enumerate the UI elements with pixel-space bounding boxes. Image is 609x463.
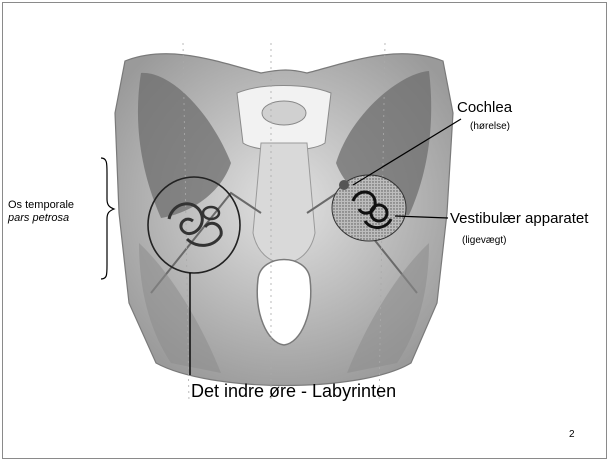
- right-labyrinth: [332, 175, 406, 241]
- skull-base-illustration: [111, 43, 456, 403]
- cochlea-note: (hørelse): [470, 121, 510, 132]
- page-number: 2: [569, 429, 575, 440]
- vestibular-note: (ligevægt): [462, 235, 506, 246]
- os-temporale-label: Os temporale pars petrosa: [8, 199, 74, 225]
- cochlea-label: Cochlea: [457, 99, 512, 116]
- pars-petrosa-text: pars petrosa: [8, 212, 74, 225]
- labyrinth-label: Det indre øre - Labyrinten: [191, 381, 396, 402]
- os-temporale-text: Os temporale: [8, 199, 74, 212]
- vestibular-label: Vestibulær apparatet: [450, 210, 588, 227]
